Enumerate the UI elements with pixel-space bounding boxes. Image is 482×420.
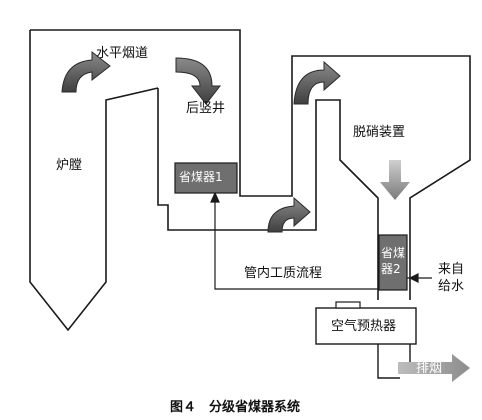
economizer-2-label-line1: 省煤 — [381, 246, 406, 260]
air-preheater-box — [315, 307, 417, 345]
exhaust-label: 排烟 — [416, 361, 443, 376]
furnace-outline — [30, 29, 471, 300]
figure-caption: 图４ 分级省煤器系统 — [170, 400, 301, 415]
economizer-1-box — [174, 162, 238, 194]
curved-arrow-icon — [293, 60, 341, 105]
feedwater-label-line2: 给水 — [438, 279, 465, 294]
water-flow-arrowhead — [210, 191, 220, 203]
air-preheater-tab — [335, 301, 361, 309]
right-arrow-icon — [398, 354, 470, 382]
horizontal-flue-label: 水平烟道 — [96, 46, 149, 61]
curved-arrow-icon — [267, 196, 311, 233]
furnace-left-wall — [29, 30, 159, 332]
boiler-outline — [29, 29, 471, 332]
water-flow-label: 管内工质流程 — [244, 266, 323, 281]
curved-arrow-icon — [175, 57, 222, 105]
rear-shaft-label: 后竖井 — [186, 101, 226, 116]
denitrification-label: 脱硝装置 — [353, 125, 406, 140]
economizer-2-box — [378, 234, 408, 291]
feedwater-label-line1: 来自 — [438, 262, 465, 277]
feedwater-arrowhead — [408, 273, 419, 283]
furnace-label: 炉膛 — [56, 158, 83, 173]
down-arrow-icon — [380, 160, 410, 200]
economizer-2-label-line2: 器2 — [381, 262, 401, 276]
air-preheater-label: 空气预热器 — [331, 319, 397, 334]
curved-arrow-icon — [61, 50, 111, 93]
exhaust-duct — [377, 344, 411, 379]
flue-lower — [157, 88, 379, 300]
economizer-1-label: 省煤器1 — [179, 170, 223, 184]
